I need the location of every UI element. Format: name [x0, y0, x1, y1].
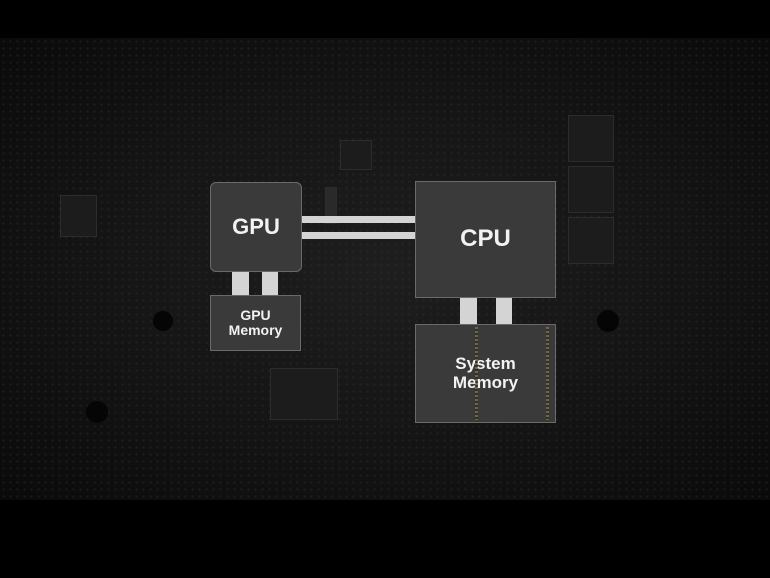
memory-stripe [546, 327, 549, 420]
board-chip [60, 195, 97, 237]
gpu-label: GPU [232, 213, 280, 239]
board-chip [568, 217, 614, 264]
gpu-cpu-connector [302, 232, 415, 239]
gpu-memory-label: GPU Memory [228, 306, 283, 338]
board-chip [340, 140, 372, 170]
cpu-memory-connector [460, 297, 477, 325]
board-connector [325, 187, 337, 224]
gpu-memory-block: GPU Memory [210, 295, 301, 351]
board-chip [568, 115, 614, 162]
circuit-board-background [0, 38, 770, 500]
mount-hole [597, 310, 619, 332]
memory-stripe [475, 327, 478, 420]
cpu-label: CPU [460, 225, 511, 253]
gpu-cpu-connector [302, 216, 415, 223]
cpu-block: CPU [415, 181, 556, 298]
board-chip [270, 368, 338, 420]
mount-hole [153, 311, 173, 331]
system-memory-block: System Memory [415, 324, 556, 423]
mount-hole [86, 401, 108, 423]
gpu-memory-connector [232, 272, 249, 296]
gpu-block: GPU [210, 182, 302, 272]
system-memory-label: System Memory [452, 353, 519, 392]
cpu-memory-connector [496, 297, 512, 325]
gpu-memory-connector [262, 272, 278, 296]
board-chip [568, 166, 614, 213]
